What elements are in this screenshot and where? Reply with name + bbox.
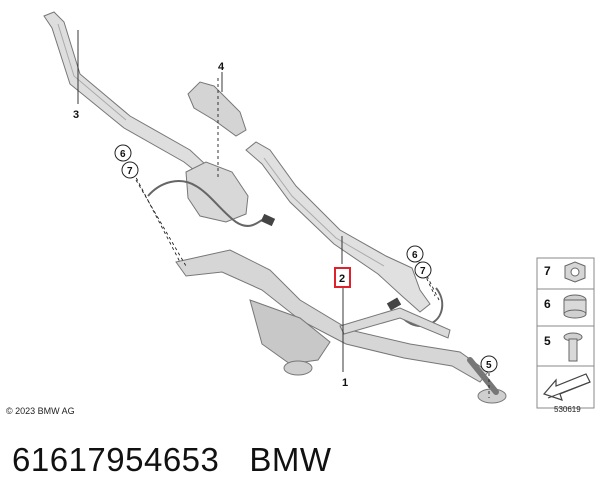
arm-holder-left[interactable]	[185, 161, 249, 223]
cable-harness-left	[147, 180, 276, 227]
diagram-id: 530619	[554, 405, 581, 414]
legend-item-nut-7[interactable]: 7	[544, 261, 586, 283]
callout-6a: 6	[120, 149, 126, 160]
brand-name: BMW	[249, 441, 332, 478]
wiper-arm-right[interactable]	[245, 141, 431, 313]
connector-left	[260, 213, 276, 227]
part-number: 61617954653	[12, 441, 220, 478]
svg-text:6: 6	[544, 297, 551, 311]
callout-3: 3	[73, 109, 79, 121]
legend-panel: 7 6 5	[536, 257, 595, 409]
callout-7a-circle	[121, 161, 139, 179]
callout-6b-circle	[406, 245, 424, 263]
callout-6b: 6	[412, 250, 418, 261]
wiper-parts-diagram: 1 3 4 2 6 7 6 7 5 7 6 5	[43, 11, 595, 409]
wiper-linkage-motor[interactable]	[175, 249, 507, 404]
svg-text:7: 7	[544, 264, 551, 278]
callout-2[interactable]: 2	[339, 273, 345, 285]
callout-5-circle	[480, 355, 498, 373]
legend-item-bolt-5[interactable]: 5	[544, 332, 583, 362]
legend-item-cap-6[interactable]: 6	[544, 294, 587, 319]
wiper-spoiler[interactable]	[187, 81, 247, 137]
callout-7b-circle	[414, 261, 432, 279]
callout-7a: 7	[127, 166, 133, 177]
callout-2-highlight	[334, 267, 351, 288]
callout-1: 1	[342, 377, 348, 389]
footer: 61617954653 BMW	[12, 441, 332, 479]
callout-5: 5	[486, 360, 492, 371]
copyright-text: © 2023 BMW AG	[6, 406, 75, 416]
leader-lines	[77, 30, 490, 398]
callout-6a-circle	[114, 144, 132, 162]
legend-arrow-icon	[542, 373, 591, 401]
callout-7b: 7	[420, 266, 426, 277]
connector-right	[386, 297, 402, 311]
callout-4: 4	[218, 61, 225, 73]
svg-text:5: 5	[544, 334, 551, 348]
